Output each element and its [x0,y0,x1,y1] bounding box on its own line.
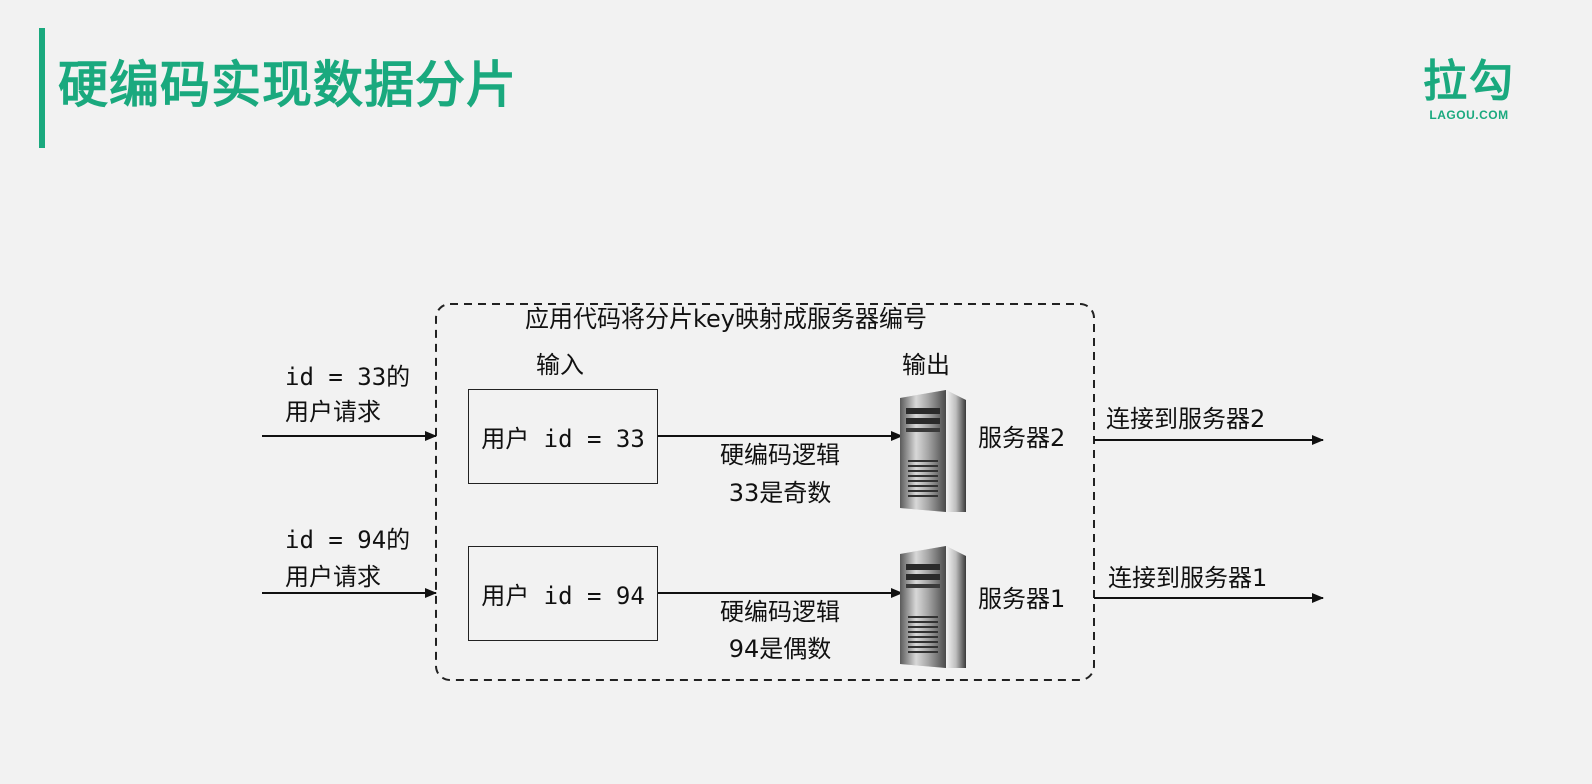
logic-label-row1-line2: 33是奇数 [728,479,832,507]
logic-label-row2-line1: 硬编码逻辑 [720,598,840,626]
server-tower-icon [900,390,966,512]
output-label: 输出 [902,351,950,379]
server-label-row2: 服务器1 [978,585,1066,613]
container-label: 应用代码将分片key映射成服务器编号 [525,305,928,333]
logic-label-row1-line1: 硬编码逻辑 [720,441,840,469]
request-label-row2-line2: 用户请求 [285,563,381,591]
server-tower-icon [900,546,966,668]
connect-label-row2: 连接到服务器1 [1108,564,1268,592]
dashed-container [435,303,1095,681]
logo-sub-text: LAGOU.COM [1429,108,1509,122]
request-label-row2-line1: id = 94的 [285,526,411,554]
logo-main-text: 拉勾 [1423,56,1515,107]
lagou-logo: 拉勾 LAGOU.COM [1414,56,1524,123]
request-label-row1-line2: 用户请求 [285,398,381,426]
input-label: 输入 [536,351,584,379]
connect-label-row1: 连接到服务器2 [1106,405,1266,433]
server-label-row1: 服务器2 [978,424,1066,452]
logic-label-row2-line2: 94是偶数 [728,635,832,663]
title-accent-bar [39,28,45,148]
input-box-row1: 用户 id = 33 [468,389,658,484]
page-title: 硬编码实现数据分片 [58,56,517,114]
request-label-row1-line1: id = 33的 [285,363,411,391]
input-box-row2: 用户 id = 94 [468,546,658,641]
